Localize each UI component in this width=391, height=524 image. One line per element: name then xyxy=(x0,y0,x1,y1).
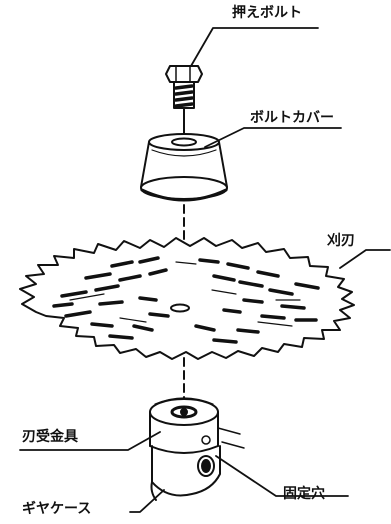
blade xyxy=(19,237,355,360)
leader-blade xyxy=(339,249,391,269)
leader-fixing-hole xyxy=(215,455,349,497)
label-blade: 刈刃 xyxy=(327,233,355,249)
label-bolt-cover: ボルトカバー xyxy=(250,110,334,126)
fixing-hole xyxy=(197,435,215,477)
leader-bolt-cover xyxy=(204,127,342,148)
leader-press-bolt xyxy=(190,27,319,67)
bolt-cover xyxy=(140,133,228,202)
leader-blade-holder xyxy=(19,431,161,451)
label-gear-case: ギヤケース xyxy=(22,501,92,517)
leader-lines xyxy=(19,27,391,513)
label-blade-holder: 刃受金具 xyxy=(22,429,78,445)
blade-holder xyxy=(149,397,219,454)
leader-gear-case xyxy=(129,489,165,513)
press-bolt xyxy=(165,65,203,109)
label-press-bolt: 押えボルト xyxy=(232,5,302,21)
label-fixing-hole: 固定穴 xyxy=(283,486,325,502)
